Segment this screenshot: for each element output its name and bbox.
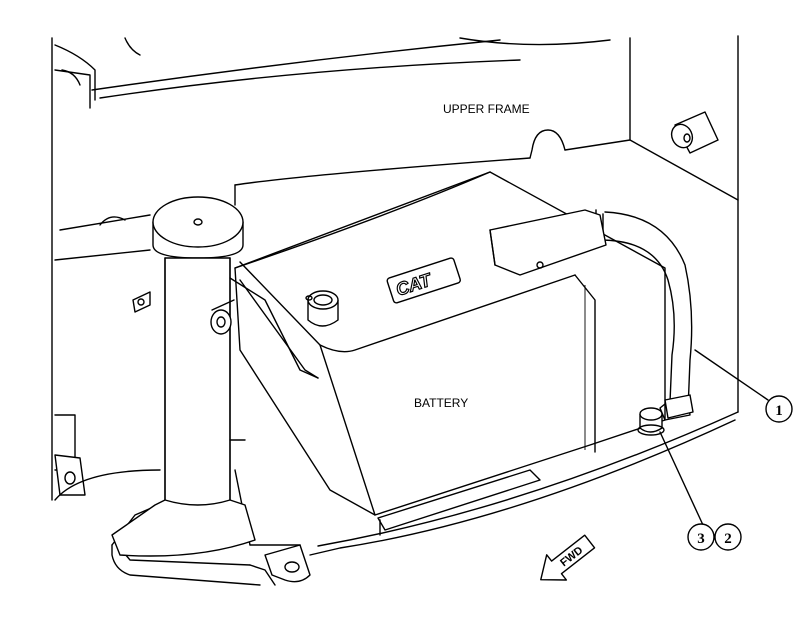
standoff-bushing [670,111,719,154]
hold-down-clamp [132,277,319,379]
callout-1-number: 1 [775,403,783,419]
callout-1: 1 [694,349,793,423]
battery-cable [489,209,694,421]
left-brackets [54,69,161,501]
forward-arrow: FWD [540,534,596,581]
callout-3-number: 3 [697,531,705,547]
callout-3-2: 3 2 [659,431,742,551]
upper-frame-label: UPPER FRAME [443,102,530,116]
battery-label: BATTERY [414,396,468,410]
callout-2-number: 2 [724,531,732,547]
battery-hold-down-post [111,196,256,557]
battery-terminal-post [305,290,339,327]
upper-frame [51,35,739,501]
terminal-bolt [637,407,665,436]
